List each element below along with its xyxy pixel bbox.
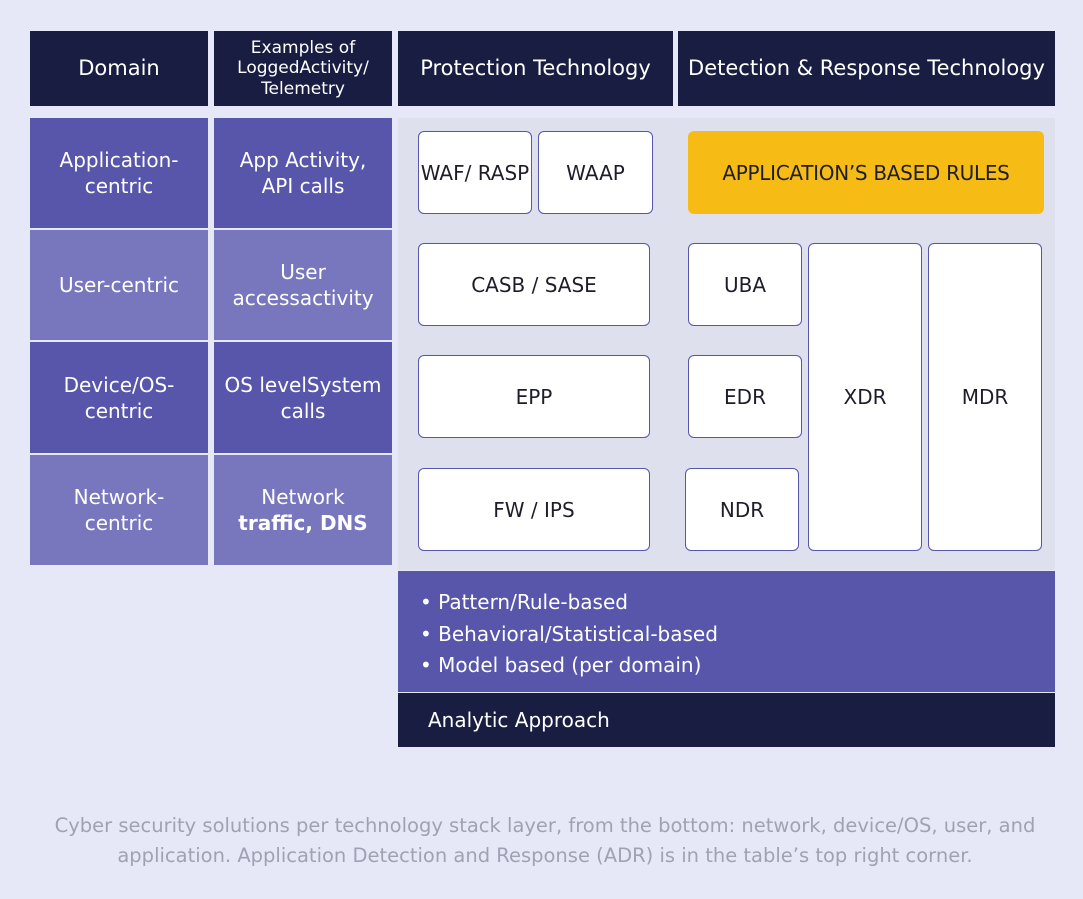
box-waap: WAAP xyxy=(538,131,653,214)
box-uba: UBA xyxy=(688,243,802,326)
examples-user: User accessactivity xyxy=(214,230,392,340)
examples-network-bold: traffic, DNS xyxy=(238,511,368,535)
examples-network-normal: Network xyxy=(261,485,345,509)
analytic-approach-label: Analytic Approach xyxy=(398,693,1055,747)
domain-network: Network-centric xyxy=(30,455,208,565)
box-epp: EPP xyxy=(418,355,650,438)
header-detection: Detection & Response Technology xyxy=(678,31,1055,106)
method-label: Model based (per domain) xyxy=(438,653,702,677)
method-item: • Model based (per domain) xyxy=(420,653,702,677)
examples-device: OS levelSystem calls xyxy=(214,342,392,453)
header-examples: Examples of LoggedActivity/ Telemetry xyxy=(214,31,392,106)
domain-application: Application-centric xyxy=(30,118,208,228)
method-item: • Behavioral/Statistical-based xyxy=(420,621,718,646)
analytic-methods: • Pattern/Rule-based • Behavioral/Statis… xyxy=(398,571,1055,692)
box-application-rules: APPLICATION’S BASED RULES xyxy=(688,131,1044,214)
examples-device-line1: OS levelSystem xyxy=(224,372,382,397)
method-item: • Pattern/Rule-based xyxy=(420,590,628,614)
examples-application: App Activity, API calls xyxy=(214,118,392,228)
method-label: Pattern/Rule-based xyxy=(438,590,628,614)
box-edr: EDR xyxy=(688,355,802,438)
box-waf-rasp: WAF/ RASP xyxy=(418,131,532,214)
box-mdr: MDR xyxy=(928,243,1042,551)
domain-user: User-centric xyxy=(30,230,208,340)
box-ndr: NDR xyxy=(685,468,799,551)
examples-device-line2: calls xyxy=(280,398,326,423)
examples-network: Network traffic, DNS xyxy=(214,455,392,565)
box-xdr: XDR xyxy=(808,243,922,551)
box-casb-sase: CASB / SASE xyxy=(418,243,650,326)
header-protection: Protection Technology xyxy=(398,31,673,106)
header-domain: Domain xyxy=(30,31,208,106)
method-label: Behavioral/Statistical-based xyxy=(438,621,718,646)
domain-device: Device/OS-centric xyxy=(30,342,208,453)
box-fw-ips: FW / IPS xyxy=(418,468,650,551)
caption: Cyber security solutions per technology … xyxy=(54,814,1036,867)
